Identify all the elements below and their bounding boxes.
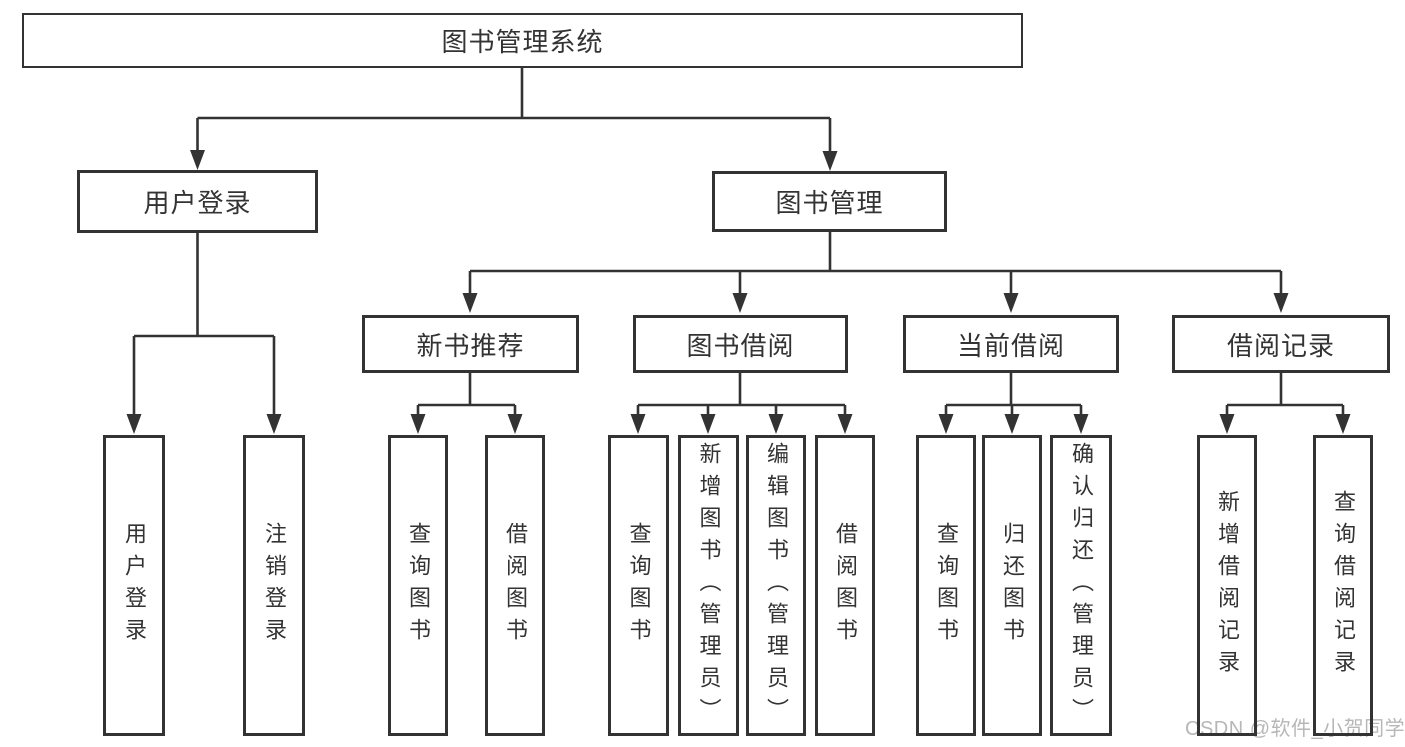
node-current-borrowing: 当前借阅 bbox=[903, 315, 1119, 373]
node-label: 编辑图书（管理员） bbox=[764, 441, 789, 730]
arrow-down-icon bbox=[938, 414, 954, 434]
arrow-down-icon bbox=[700, 414, 716, 434]
node-label: 查询图书 bbox=[406, 521, 431, 650]
leaf-query-books: 查询图书 bbox=[916, 435, 976, 736]
leaf-logout: 注销登录 bbox=[243, 435, 305, 736]
node-label: 注销登录 bbox=[262, 521, 287, 650]
node-label: 查询借阅记录 bbox=[1331, 489, 1356, 682]
node-borrowing-records: 借阅记录 bbox=[1172, 315, 1390, 373]
leaf-confirm-return-admin: 确认归还（管理员） bbox=[1050, 435, 1112, 736]
leaf-add-books-admin: 新增图书（管理员） bbox=[678, 435, 739, 736]
leaf-query-books: 查询图书 bbox=[388, 435, 448, 736]
node-new-book-recommend: 新书推荐 bbox=[362, 315, 579, 373]
arrow-down-icon bbox=[1219, 414, 1235, 434]
arrow-down-icon bbox=[1004, 414, 1020, 434]
node-book-management: 图书管理 bbox=[712, 171, 947, 232]
leaf-edit-books-admin: 编辑图书（管理员） bbox=[746, 435, 806, 736]
leaf-add-borrow-record: 新增借阅记录 bbox=[1197, 435, 1257, 736]
arrow-down-icon bbox=[1073, 414, 1089, 434]
node-label: 借阅图书 bbox=[503, 521, 528, 650]
node-label: 用户登录 bbox=[143, 188, 252, 218]
node-label: 新增图书（管理员） bbox=[696, 441, 722, 730]
arrow-down-icon bbox=[630, 414, 646, 434]
node-label: 图书管理 bbox=[775, 188, 884, 218]
node-book-borrowing: 图书借阅 bbox=[633, 315, 848, 373]
connector-borrowing-records-to-leaves bbox=[1225, 373, 1345, 416]
arrow-down-icon bbox=[822, 151, 838, 171]
arrow-down-icon bbox=[266, 414, 282, 434]
node-library-management-system: 图书管理系统 bbox=[22, 13, 1023, 68]
node-label: 用户登录 bbox=[122, 521, 147, 650]
leaf-borrow-books: 借阅图书 bbox=[815, 435, 875, 736]
connector-current-borrowing-to-leaves bbox=[944, 373, 1083, 416]
connector-new-book-to-leaves bbox=[416, 373, 517, 416]
node-label: 归还图书 bbox=[1000, 521, 1025, 650]
leaf-return-books: 归还图书 bbox=[982, 435, 1042, 736]
node-label: 图书借阅 bbox=[686, 330, 795, 361]
node-label: 借阅图书 bbox=[833, 521, 858, 650]
node-label: 借阅记录 bbox=[1226, 330, 1335, 361]
connector-user-login-to-leaves bbox=[132, 233, 276, 416]
node-label: 查询图书 bbox=[626, 521, 652, 650]
arrow-down-icon bbox=[190, 150, 205, 170]
arrow-down-icon bbox=[126, 414, 142, 434]
connector-book-management-to-level3 bbox=[468, 232, 1283, 295]
arrow-down-icon bbox=[507, 414, 523, 434]
arrow-down-icon bbox=[462, 293, 478, 313]
connector-root-to-level2 bbox=[196, 68, 832, 153]
arrow-down-icon bbox=[410, 414, 426, 434]
leaf-query-books: 查询图书 bbox=[608, 435, 669, 736]
leaf-query-borrow-record: 查询借阅记录 bbox=[1313, 435, 1373, 736]
node-label: 确认归还（管理员） bbox=[1069, 441, 1094, 730]
leaf-borrow-books: 借阅图书 bbox=[485, 435, 545, 736]
arrow-down-icon bbox=[768, 414, 784, 434]
node-label: 新增借阅记录 bbox=[1215, 489, 1240, 682]
node-user-login: 用户登录 bbox=[77, 170, 318, 233]
watermark: CSDN @软件_小贺同学 bbox=[1185, 718, 1405, 740]
node-label: 新书推荐 bbox=[416, 330, 525, 361]
arrow-down-icon bbox=[732, 293, 748, 313]
connector-book-borrowing-to-leaves bbox=[636, 373, 847, 416]
arrow-down-icon bbox=[1335, 414, 1351, 434]
node-label: 当前借阅 bbox=[956, 330, 1065, 361]
arrow-down-icon bbox=[1273, 293, 1289, 313]
arrow-down-icon bbox=[1003, 293, 1019, 313]
node-label: 图书管理系统 bbox=[441, 27, 604, 57]
arrow-down-icon bbox=[837, 414, 853, 434]
leaf-user-login: 用户登录 bbox=[103, 435, 165, 736]
node-label: 查询图书 bbox=[934, 521, 959, 650]
